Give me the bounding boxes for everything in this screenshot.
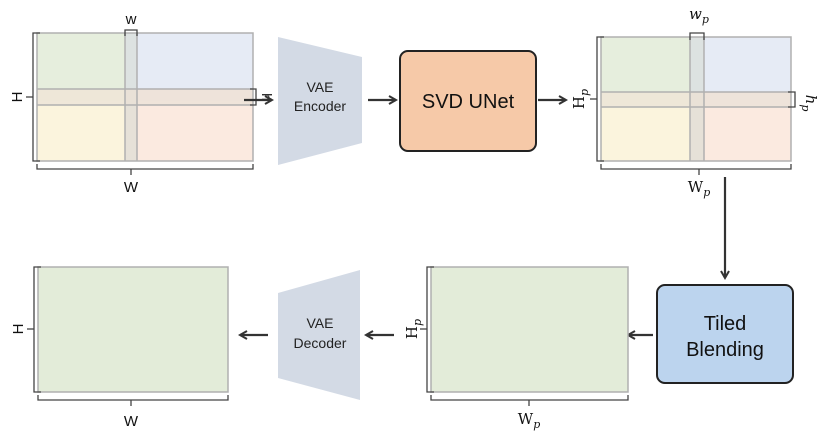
blended-width-bracket [430,395,629,401]
svd-unet-block: SVD UNet [399,50,537,152]
tile-height-bracket [250,88,257,106]
latent-H-p-label: Hp [570,89,591,109]
output-rect [37,266,229,393]
input-W-label: W [124,179,139,196]
blended-latent-rect [430,266,629,393]
latent-tiled-image: wp hp Hp Wp [570,5,820,199]
latent-width-bracket [600,164,792,170]
svd-unet-box [399,50,537,152]
output-W-label: W [124,413,139,430]
width-bracket [36,164,254,170]
tiled-blending-block: Tiled Blending [656,284,794,384]
svd-unet-label: SVD UNet [422,91,515,113]
tiled-blending-label-2: Blending [686,339,764,361]
latent-h-p-label: hp [799,95,820,112]
input-w-small-label: w [125,11,137,28]
vae-encoder-block: VAE Encoder [278,37,362,165]
latent-tile-height-bracket [788,91,796,108]
output-width-bracket [37,395,229,401]
vae-decoder-block: VAE Decoder [278,270,360,400]
input-tiled-image: w h H W [9,11,275,196]
input-H-label: H [9,92,26,103]
vae-decoder-label-1: VAE [307,315,334,331]
latent-borders [600,36,792,162]
latent-W-p-label: Wp [688,178,710,199]
tiled-blending-box [656,284,794,384]
overlap-horizontal [37,89,253,105]
vae-decoder-label-2: Decoder [294,335,347,351]
latent-overlap-horizontal [601,92,791,107]
vae-encoder-label-2: Encoder [294,98,346,114]
vae-encoder-shape [278,37,362,165]
blended-H-p-label: Hp [403,319,424,339]
blended-latent-image: Hp Wp [403,266,629,431]
latent-tile-width-bracket [689,32,705,40]
latent-w-p-label: wp [689,5,709,26]
blended-W-p-label: Wp [518,410,540,431]
vae-encoder-label-1: VAE [307,79,334,95]
tile-borders [36,32,254,162]
vae-decoder-shape [278,270,360,400]
output-H-label: H [10,324,27,335]
tiled-blending-label-1: Tiled [704,313,747,335]
output-image: H W [10,266,229,430]
tile-width-bracket [124,29,138,36]
